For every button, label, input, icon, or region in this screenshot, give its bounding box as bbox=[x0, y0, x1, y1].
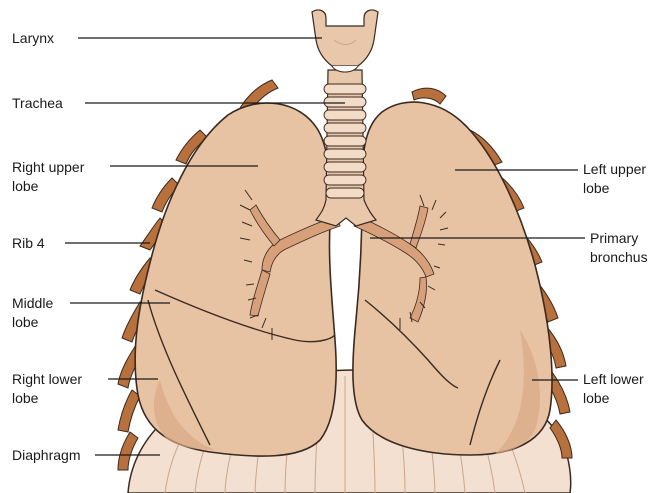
label-rib-4: Rib 4 bbox=[12, 234, 45, 253]
label-trachea: Trachea bbox=[12, 94, 63, 113]
label-diaphragm: Diaphragm bbox=[12, 446, 80, 465]
label-middle-lobe: Middle lobe bbox=[12, 294, 53, 332]
left-lung bbox=[353, 102, 552, 455]
label-right-lower-lobe: Right lower lobe bbox=[12, 370, 82, 408]
label-larynx: Larynx bbox=[12, 29, 54, 48]
larynx bbox=[312, 10, 378, 72]
label-primary-bronchus: Primary bronchus bbox=[590, 229, 648, 267]
label-left-lower-lobe: Left lower lobe bbox=[583, 370, 644, 408]
label-left-upper-lobe: Left upper lobe bbox=[583, 160, 646, 198]
right-lung bbox=[135, 103, 336, 456]
label-right-upper-lobe: Right upper lobe bbox=[12, 158, 84, 196]
